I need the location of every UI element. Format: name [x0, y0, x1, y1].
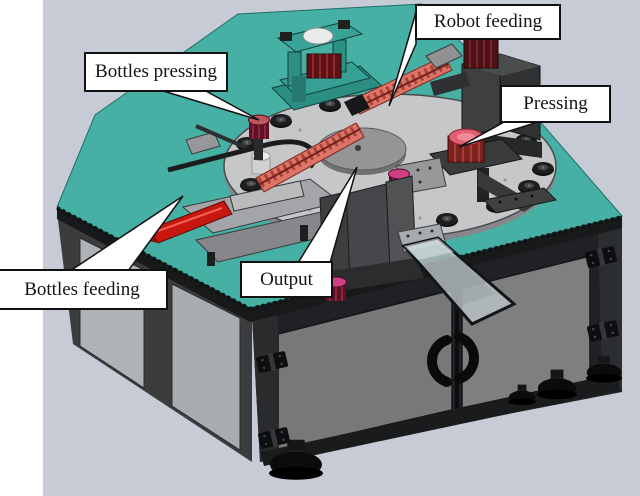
pressing-cylinder-top-inner: [457, 133, 475, 141]
support-bracket: [185, 131, 221, 155]
screw: [498, 200, 502, 204]
callout-output: Output: [240, 261, 333, 298]
robot-feeding-rail: [344, 43, 463, 116]
rail-groove: [355, 63, 449, 109]
screw: [430, 229, 434, 233]
gantry-top-disc: [302, 27, 334, 45]
gantry-center-column: [292, 76, 306, 102]
chute-highlight: [404, 238, 454, 260]
screw: [418, 180, 422, 184]
callout-pressing: Pressing: [500, 85, 611, 123]
support-arm: [195, 124, 248, 150]
pressing-foot-plate: [483, 187, 558, 214]
beam-clamp: [338, 20, 350, 29]
gantry-press-station: [271, 20, 384, 111]
callout-bottles-feeding: Bottles feeding: [0, 269, 168, 310]
callout-robot-feeding: Robot feeding: [415, 4, 561, 40]
disc-hole: [298, 128, 302, 132]
table-edge-front-left: [57, 207, 250, 322]
screw: [428, 166, 432, 170]
chute-shading: [412, 245, 496, 306]
handle-highlight: [157, 207, 223, 232]
callout-bottles-pressing-label: Bottles pressing: [95, 61, 217, 82]
screw: [406, 234, 410, 238]
pressing-station: [429, 128, 558, 214]
rail-end-block: [344, 94, 370, 116]
tower-arm: [430, 72, 470, 96]
screw: [514, 197, 518, 201]
beam-clamp: [280, 32, 292, 41]
clamp-slide: [229, 180, 305, 212]
center-disc-hole: [355, 145, 361, 151]
callout-pressing-label: Pressing: [523, 93, 588, 114]
callout-bottles-feeding-label: Bottles feeding: [24, 278, 140, 300]
door-handle-left: [427, 335, 452, 387]
standoff: [207, 252, 215, 266]
table-edge-serration: [56, 206, 251, 311]
bottles-pressing-station: [141, 114, 354, 266]
standoff: [300, 225, 308, 241]
front-left-pillar: [252, 310, 278, 462]
left-panel-2: [171, 283, 241, 451]
disc-hole: [503, 178, 507, 182]
knob-post: [254, 138, 263, 160]
disc-fixture: [270, 114, 292, 128]
output-rail: [255, 122, 365, 193]
callout-robot-feeding-label: Robot feeding: [433, 11, 543, 32]
callout-bottles-pressing: Bottles pressing: [84, 52, 228, 92]
screw: [418, 231, 422, 235]
rail-groove: [259, 128, 361, 185]
disc-hole: [418, 216, 422, 220]
bottles-pressing-knob: [247, 114, 271, 140]
door-handle-right: [454, 332, 479, 384]
table-edge-serration: [249, 215, 623, 311]
callout-leaders: [67, 11, 542, 272]
cabinet: [57, 212, 622, 480]
screw: [416, 168, 420, 172]
callout-output-label: Output: [260, 268, 313, 290]
screw: [530, 194, 534, 198]
disc-fixture: [532, 162, 554, 176]
rail-carriage: [425, 43, 463, 69]
